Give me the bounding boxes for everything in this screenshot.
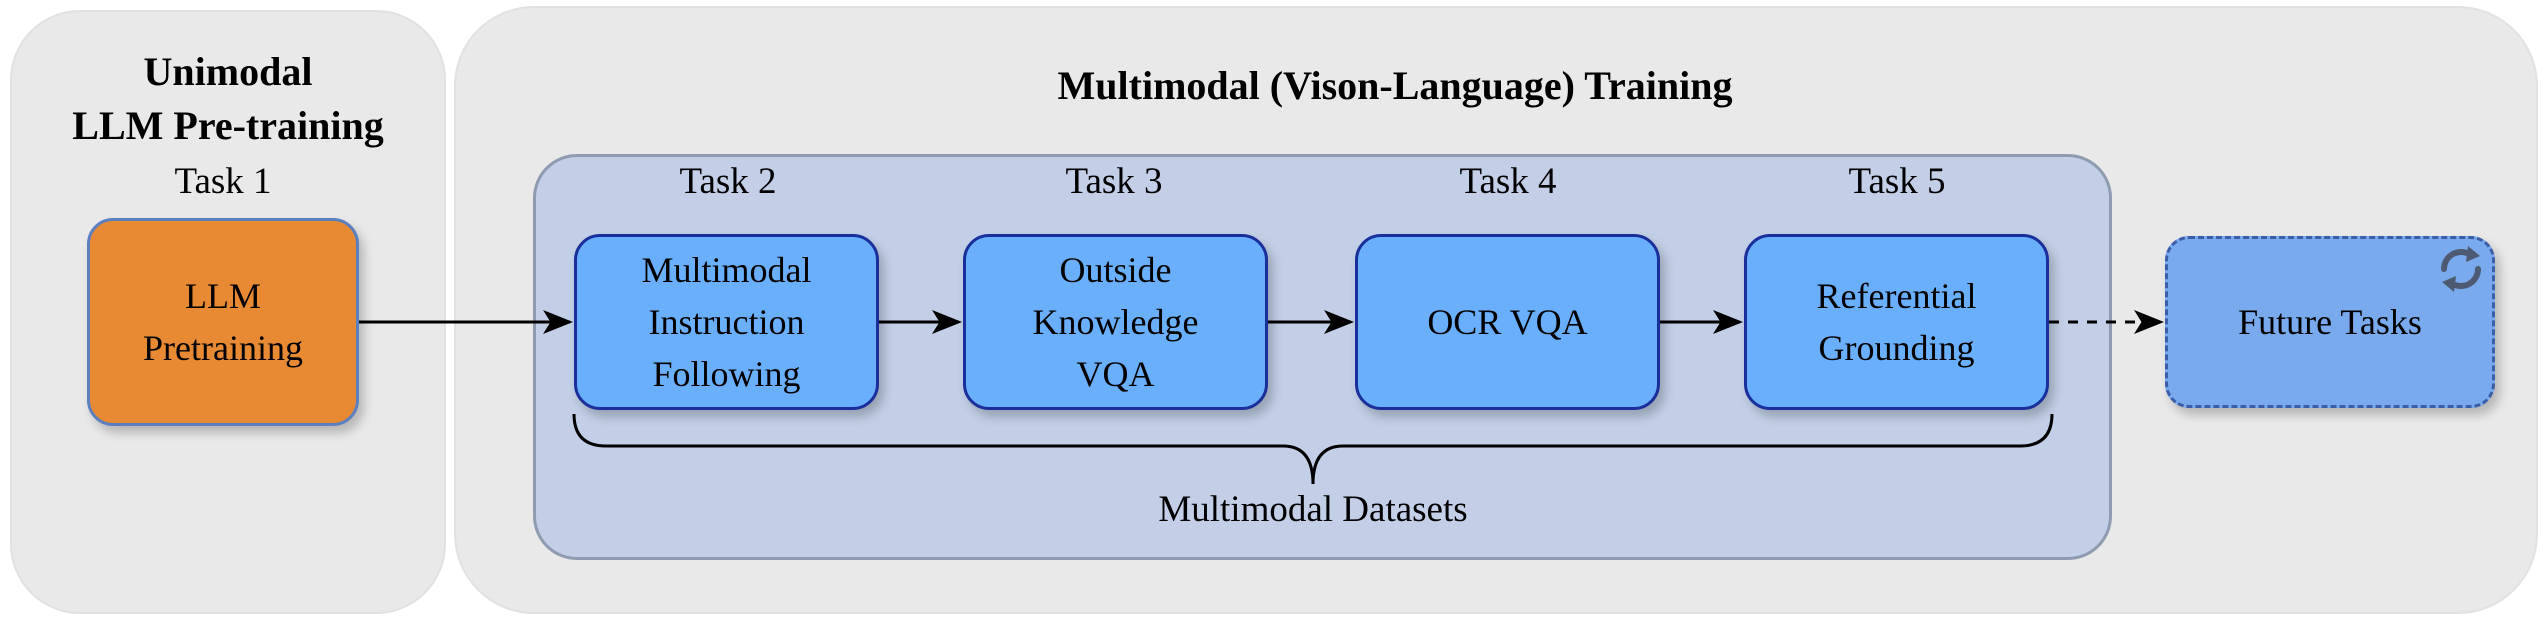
referential-grounding-box: Referential Grounding [1744, 234, 2049, 410]
task-4-box-label: OCR VQA [1427, 302, 1588, 342]
llm-pretraining-box: LLM Pretraining [87, 218, 359, 426]
task-2-label: Task 2 [679, 161, 777, 202]
multimodal-title: Multimodal (Vison-Language) Training [1057, 63, 1733, 108]
datasets-brace [572, 413, 2054, 485]
ocr-vqa-box: OCR VQA [1355, 234, 1660, 410]
multimodal-datasets-label: Multimodal Datasets [1158, 489, 1468, 530]
task-2-box-label: Multimodal Instruction Following [641, 250, 812, 394]
task-5-box-label: Referential Grounding [1816, 276, 1977, 368]
llm-pretraining-label: LLM Pretraining [143, 276, 303, 368]
future-tasks-label: Future Tasks [2238, 302, 2422, 342]
task-5-label: Task 5 [1848, 161, 1946, 202]
task-3-box-label: Outside Knowledge VQA [1032, 250, 1199, 394]
task-1-label: Task 1 [174, 161, 272, 202]
task-4-label: Task 4 [1459, 161, 1557, 202]
multimodal-instruction-following-box: Multimodal Instruction Following [574, 234, 879, 410]
unimodal-title-line1: Unimodal [143, 49, 313, 94]
outside-knowledge-vqa-box: Outside Knowledge VQA [963, 234, 1268, 410]
unimodal-title-line2: LLM Pre-training [72, 103, 384, 148]
future-tasks-box: Future Tasks [2165, 236, 2495, 408]
sync-icon [2440, 246, 2482, 292]
task-3-label: Task 3 [1065, 161, 1163, 202]
